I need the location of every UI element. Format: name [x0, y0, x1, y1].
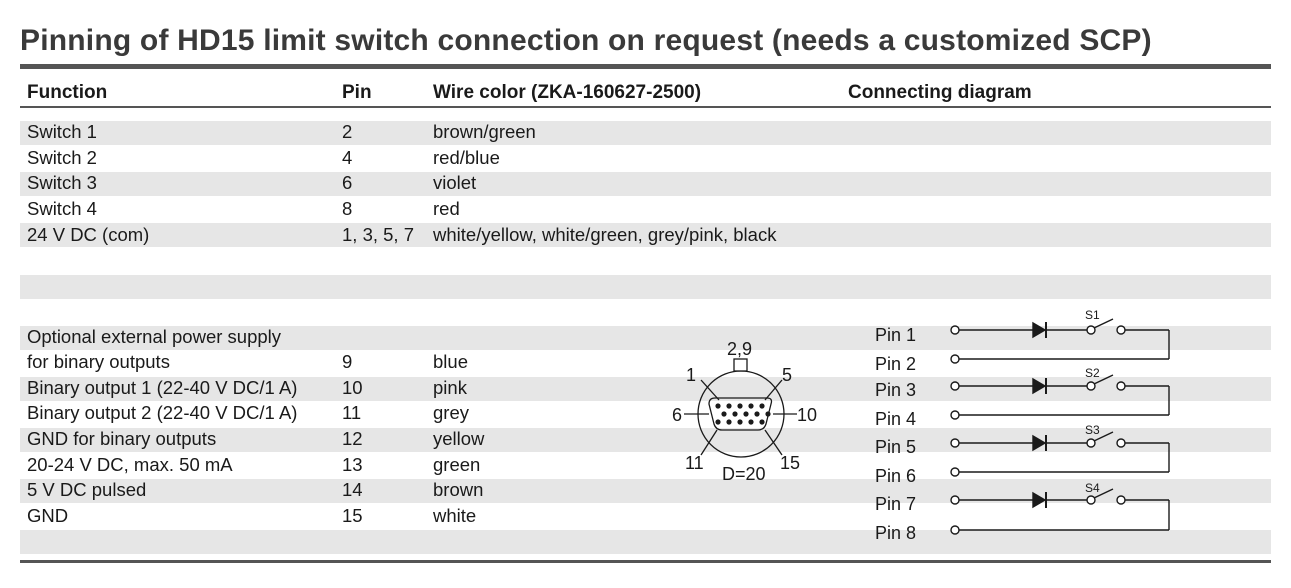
function-cell: 20-24 V DC, max. 50 mA: [27, 454, 233, 475]
function-cell: Switch 1: [27, 121, 97, 142]
table-row: Optional external power supply: [0, 324, 1291, 350]
row-band: [20, 275, 1271, 299]
function-cell: Switch 3: [27, 172, 97, 193]
header-pin: Pin: [342, 82, 372, 103]
pin-cell: 12: [342, 428, 363, 449]
function-cell: 5 V DC pulsed: [27, 479, 147, 500]
pin-cell: 8: [342, 198, 353, 219]
row-band: [20, 428, 1271, 452]
row-band: [20, 377, 1271, 401]
row-band: [20, 223, 1271, 247]
pin-cell: 11: [342, 402, 362, 423]
wire-color-cell: brown/green: [433, 121, 536, 142]
pin-cell: 2: [342, 121, 353, 142]
wire-color-cell: violet: [433, 172, 477, 193]
wire-color-cell: white: [433, 505, 477, 526]
header-function: Function: [27, 82, 108, 103]
function-cell: Binary output 2 (22-40 V DC/1 A): [27, 402, 298, 423]
table-row: GND for binary outputs 12 yellow: [0, 426, 1291, 452]
wire-color-cell: yellow: [433, 428, 485, 449]
function-cell: Binary output 1 (22-40 V DC/1 A): [27, 377, 298, 398]
pin-cell: 15: [342, 505, 363, 526]
pin-cell: 4: [342, 147, 353, 168]
function-cell: Switch 4: [27, 198, 97, 219]
wire-color-cell: blue: [433, 351, 468, 372]
wire-color-cell: green: [433, 454, 481, 475]
table-row: Switch 4 8 red: [0, 196, 1291, 222]
function-cell: for binary outputs: [27, 351, 170, 372]
wire-color-cell: brown: [433, 479, 484, 500]
pin-cell: 10: [342, 377, 363, 398]
pin-cell: 9: [342, 351, 353, 372]
header-connecting-diagram: Connecting diagram: [848, 82, 1032, 103]
row-band: [20, 479, 1271, 503]
switch-label: S1: [1085, 308, 1100, 322]
table-row: Switch 1 2 brown/green: [0, 119, 1291, 145]
wire-color-cell: white/yellow, white/green, grey/pink, bl…: [433, 224, 777, 245]
bottom-rule: [20, 560, 1271, 563]
function-cell: 24 V DC (com): [27, 224, 150, 245]
function-cell: GND for binary outputs: [27, 428, 217, 449]
wire-color-cell: grey: [433, 402, 469, 423]
table-row: 20-24 V DC, max. 50 mA 13 green: [0, 452, 1291, 478]
table-row: Switch 2 4 red/blue: [0, 145, 1291, 171]
table-row: GND 15 white: [0, 503, 1291, 529]
row-band: [20, 530, 1271, 554]
row-band: [20, 121, 1271, 145]
wire-color-cell: red/blue: [433, 147, 500, 168]
pin-cell: 13: [342, 454, 363, 475]
header-rule: [20, 106, 1271, 108]
title-rule: [20, 64, 1271, 69]
wire-color-cell: red: [433, 198, 460, 219]
table-row: Binary output 2 (22-40 V DC/1 A) 11 grey: [0, 400, 1291, 426]
table-row: Binary output 1 (22-40 V DC/1 A) 10 pink: [0, 375, 1291, 401]
function-cell: Optional external power supply: [27, 326, 282, 347]
function-cell: GND: [27, 505, 69, 526]
row-band: [20, 172, 1271, 196]
table-row: Switch 3 6 violet: [0, 170, 1291, 196]
table-row: 24 V DC (com) 1, 3, 5, 7 white/yellow, w…: [0, 222, 1291, 248]
pin-cell: 6: [342, 172, 353, 193]
table-row: 5 V DC pulsed 14 brown: [0, 477, 1291, 503]
page-title: Pinning of HD15 limit switch connection …: [20, 24, 1152, 57]
table-row: for binary outputs 9 blue: [0, 349, 1291, 375]
header-wire-color: Wire color (ZKA-160627-2500): [433, 82, 702, 103]
pin-cell: 1, 3, 5, 7: [342, 224, 414, 245]
function-cell: Switch 2: [27, 147, 97, 168]
wire-color-cell: pink: [433, 377, 467, 398]
pin-cell: 14: [342, 479, 363, 500]
